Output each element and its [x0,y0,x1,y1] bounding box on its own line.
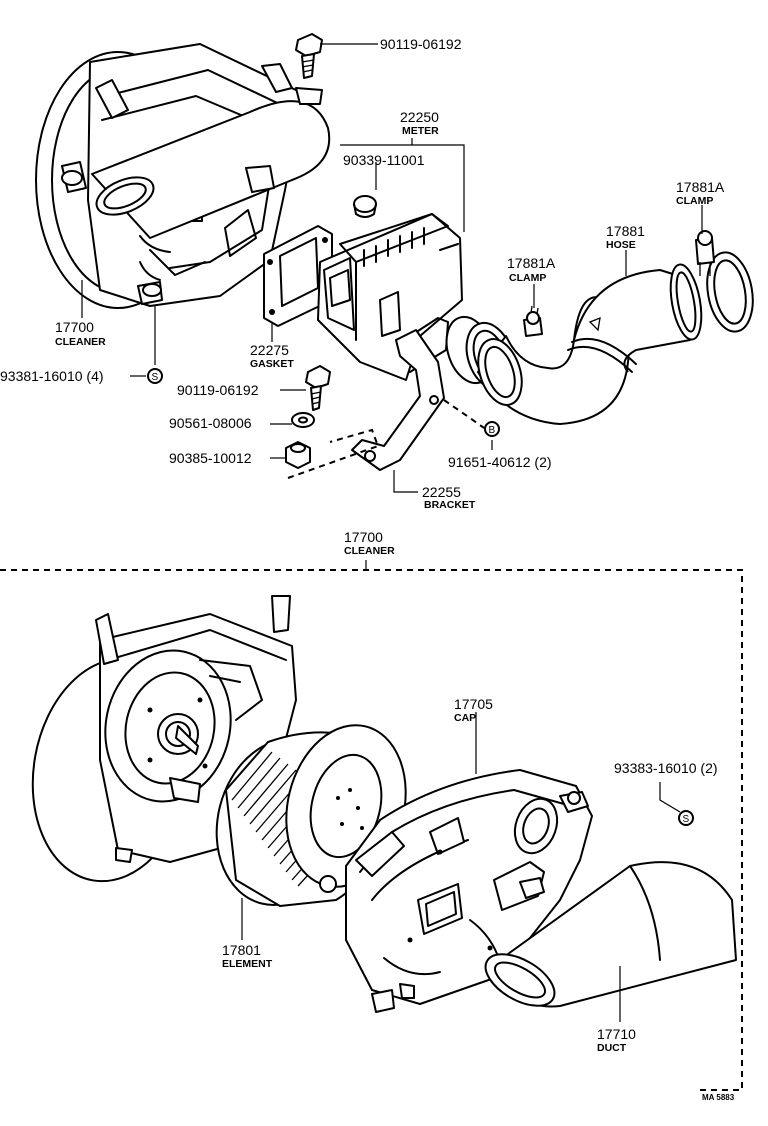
label-duct-name: DUCT [597,1042,627,1054]
label-gasket-number: 22275 [250,342,289,358]
label-gasket-name: GASKET [250,358,294,370]
label-cap-name: CAP [454,712,476,724]
label-cleaner-assy-name: CLEANER [344,545,395,557]
screw-marker-bottom: S [683,814,690,825]
label-clamp-right-name: CLAMP [676,195,713,207]
label-duct-number: 17710 [597,1026,636,1042]
screw-marker-top: S [152,372,159,383]
label-washer-number: 90561-08006 [169,415,252,431]
label-clamp-mid-name: CLAMP [509,272,546,284]
label-bracket-name: BRACKET [424,499,476,511]
label-meter-number: 22250 [400,109,439,125]
meter-drawing [317,195,463,381]
clamp-right-drawing [695,230,754,333]
label-hose-number: 17881 [606,223,645,239]
hose-drawing [477,263,703,425]
screw-marker-circle-top [147,368,163,384]
label-bolt-mid-number: 90119-06192 [177,382,259,398]
cleaner-case-drawing [31,595,297,883]
label-meter-name: METER [402,125,439,137]
bolt-marker: B [489,425,496,436]
label-plug-number: 90339-11001 [343,152,425,168]
leader-lines [81,43,703,813]
label-cap-number: 17705 [454,696,493,712]
drawing-reference: MA 5883 [702,1093,735,1102]
gasket-drawing [263,225,333,327]
label-screw-4-number: 93381-16010 (4) [0,368,104,384]
label-screw-2-number: 93383-16010 (2) [614,760,718,776]
washer-drawing [291,412,315,428]
label-element-number: 17801 [222,942,261,958]
label-clamp-mid-number: 17881A [507,255,556,271]
bolt-marker-circle [484,421,500,437]
label-nut-number: 90385-10012 [169,450,252,466]
duct-drawing [484,861,737,1022]
label-clamp-right-number: 17881A [676,179,725,195]
label-cleaner-assy-number: 17700 [344,529,383,545]
bolt-mid-drawing [305,365,331,411]
cap-drawing [319,769,593,1013]
label-cleaner-top-name: CLEANER [55,336,106,348]
cleaner-group-boundary [0,569,743,1091]
label-bracket-number: 22255 [422,484,461,500]
label-bolt-b-number: 91651-40612 (2) [448,454,552,470]
bracket-drawing [351,329,445,493]
cleaner-assembled-drawing [35,43,331,365]
label-bolt-top-number: 90119-06192 [380,36,462,52]
dashed-bolt-b-leader [443,399,485,429]
nut-drawing [285,441,311,469]
dashed-bracket-leader [287,428,380,479]
screw-marker-circle-bottom [678,810,694,826]
label-cleaner-top-number: 17700 [55,319,94,335]
label-hose-name: HOSE [606,239,636,251]
bolt-top-drawing [295,33,323,79]
label-element-name: ELEMENT [222,958,273,970]
